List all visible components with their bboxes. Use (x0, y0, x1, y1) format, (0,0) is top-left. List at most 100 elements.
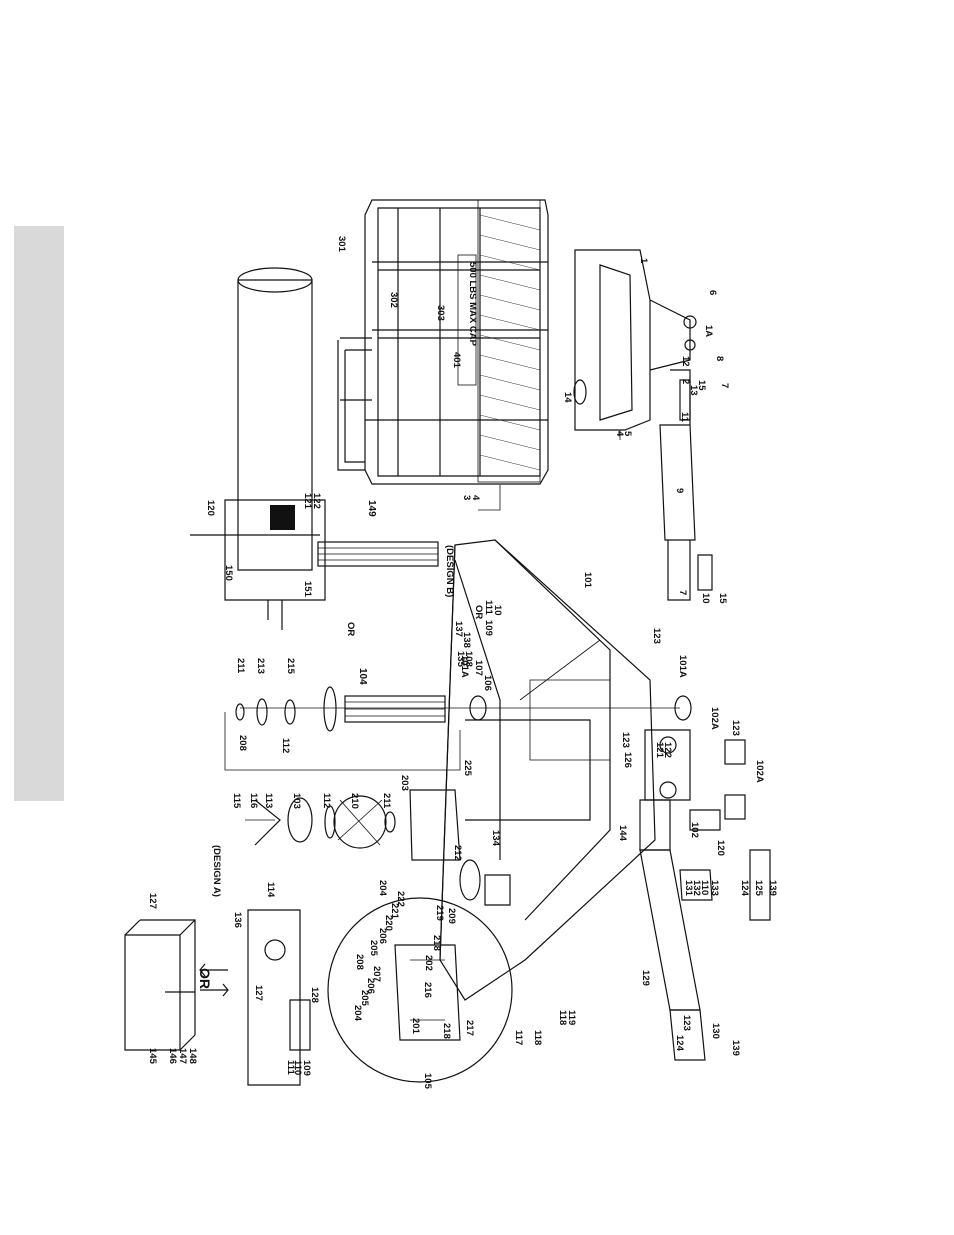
callout-101a-right: 101A (677, 655, 688, 678)
callout-108: 108 (463, 651, 474, 667)
callout-112-top: 112 (280, 738, 291, 753)
callout-146: 146 (167, 1048, 178, 1064)
callout-115: 115 (231, 793, 242, 809)
callout-202: 202 (423, 955, 434, 971)
callout-218-top: 218 (431, 935, 442, 951)
callout-122-mid: 122 (662, 742, 673, 758)
callout-118-top: 118 (532, 1030, 543, 1045)
callout-107: 107 (473, 660, 484, 676)
callout-14: 14 (562, 392, 573, 403)
callout-13: 13 (688, 385, 699, 396)
callout-130: 130 (710, 1023, 721, 1039)
callout-213: 213 (255, 658, 266, 674)
callout-105: 105 (422, 1073, 433, 1090)
callout-103: 103 (291, 793, 302, 809)
callout-10-mid: 10 (492, 605, 503, 616)
label-design-b: (DESIGN B) (444, 545, 455, 597)
callout-204-left: 204 (352, 1005, 363, 1022)
callout-204-right: 204 (377, 880, 388, 897)
callout-212: 212 (452, 845, 463, 861)
callout-209: 209 (446, 908, 457, 924)
callout-104: 104 (357, 668, 368, 685)
callout-116: 116 (248, 793, 259, 808)
callout-7-bottom: 7 (677, 590, 688, 595)
callout-1a: 1A (703, 325, 714, 337)
motor-design-b (190, 267, 439, 630)
label-or-middle: OR (345, 622, 356, 636)
callout-113: 113 (263, 793, 274, 808)
callout-138: 138 (461, 632, 472, 648)
callout-4-left: 4 (470, 495, 481, 501)
callout-148: 148 (187, 1048, 198, 1064)
callout-210: 210 (349, 793, 360, 809)
callout-215: 215 (285, 658, 296, 675)
callout-111-top: 111 (483, 600, 494, 616)
callout-8: 8 (714, 356, 725, 361)
callout-139-bottom: 139 (730, 1040, 741, 1056)
callout-301: 301 (336, 236, 347, 253)
callout-112-mid: 112 (321, 793, 332, 808)
callout-218-bottom: 218 (441, 1023, 452, 1039)
callout-136: 136 (232, 912, 243, 928)
lift-frame (240, 539, 692, 1001)
callout-7-top: 7 (719, 383, 730, 388)
callout-203: 203 (399, 775, 410, 791)
callout-15-top: 15 (696, 380, 707, 391)
callout-208-top: 208 (237, 735, 248, 751)
callout-101: 101 (582, 572, 593, 589)
callout-2: 2 (680, 379, 691, 384)
callout-120-mid: 120 (715, 840, 726, 856)
callout-9: 9 (674, 488, 685, 493)
callout-106: 106 (482, 675, 493, 691)
drive-design-a (245, 789, 513, 1083)
callout-128: 128 (309, 987, 320, 1003)
capacity-sticker: 500 LBS MAX CAP (467, 262, 478, 347)
callout-102: 102 (689, 822, 700, 838)
callout-211-mid: 211 (381, 793, 392, 809)
callout-131: 131 (683, 880, 694, 897)
callout-134: 134 (490, 830, 501, 847)
callout-206-right: 206 (377, 928, 388, 944)
label-or-top: OR (197, 968, 213, 989)
callout-139-right: 139 (767, 880, 778, 896)
callout-122-top: 122 (311, 493, 322, 509)
callout-205-left: 205 (359, 990, 370, 1007)
callout-121-top: 121 (302, 493, 313, 510)
callout-121-mid: 121 (654, 742, 665, 759)
callout-109-bottom: 109 (301, 1060, 312, 1076)
callout-127-top: 127 (147, 893, 158, 909)
covers (124, 909, 311, 1086)
callout-222: 222 (395, 891, 406, 907)
callout-117: 117 (513, 1030, 524, 1045)
callout-101a-left: 101A (459, 655, 470, 678)
callout-110-bottom: 110 (699, 880, 710, 895)
callout-11: 11 (679, 412, 690, 423)
callout-147: 147 (177, 1048, 188, 1064)
callout-123-right: 123 (651, 628, 662, 644)
callout-124-right: 124 (739, 880, 750, 897)
callout-221: 221 (389, 903, 400, 920)
callout-1: 1 (638, 258, 649, 264)
callout-137: 137 (453, 621, 464, 637)
callout-6: 6 (707, 290, 718, 295)
callout-126: 126 (622, 752, 633, 768)
callout-211-top: 211 (235, 658, 246, 674)
label-design-a: (DESIGN A) (211, 845, 222, 897)
callout-302: 302 (388, 292, 399, 308)
platform-cage: 500 LBS MAX CAP (337, 199, 713, 601)
callout-123-frame: 123 (620, 732, 631, 748)
callout-207: 207 (371, 966, 382, 982)
callout-206-left: 206 (365, 978, 376, 994)
callout-118-bottom: 118 (557, 1010, 568, 1025)
callout-114: 114 (265, 882, 276, 898)
callout-119: 119 (566, 1010, 577, 1025)
callout-151: 151 (302, 581, 313, 598)
cylinder-129 (639, 729, 771, 1061)
callout-111-bottom: 111 (285, 1060, 296, 1076)
callout-225: 225 (462, 760, 473, 777)
callout-3: 3 (461, 495, 472, 500)
callout-401: 401 (451, 352, 462, 369)
callout-220: 220 (383, 915, 394, 931)
callout-217: 217 (464, 1020, 475, 1036)
callout-102a-top: 102A (709, 707, 720, 730)
